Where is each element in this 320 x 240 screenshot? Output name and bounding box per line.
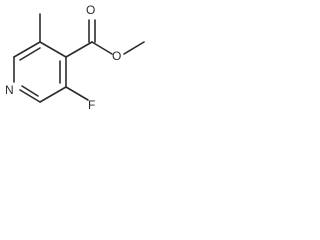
bond-c5-c6 <box>39 86 67 103</box>
bond-c3-c4 <box>39 41 67 58</box>
bond-c2-c3 <box>13 41 41 58</box>
bond-carbonyl-carbon-ester-oxygen <box>91 41 113 55</box>
structure-canvas: N F O O <box>0 0 184 138</box>
molecule-structure: N F O O <box>5 3 145 112</box>
fluorine-label: F <box>88 98 95 112</box>
ester-oxygen-label: O <box>112 49 121 63</box>
bond-c6-n <box>19 89 41 103</box>
bond-c6-n-inner <box>21 85 39 97</box>
carbonyl-oxygen-label: O <box>86 3 95 17</box>
bond-c5-fluorine <box>65 86 89 101</box>
bond-c2-c3-inner <box>19 47 41 61</box>
bond-c4-carbonyl-carbon <box>65 41 93 58</box>
bond-ester-oxygen-methyl <box>123 41 145 55</box>
nitrogen-label: N <box>5 83 14 97</box>
